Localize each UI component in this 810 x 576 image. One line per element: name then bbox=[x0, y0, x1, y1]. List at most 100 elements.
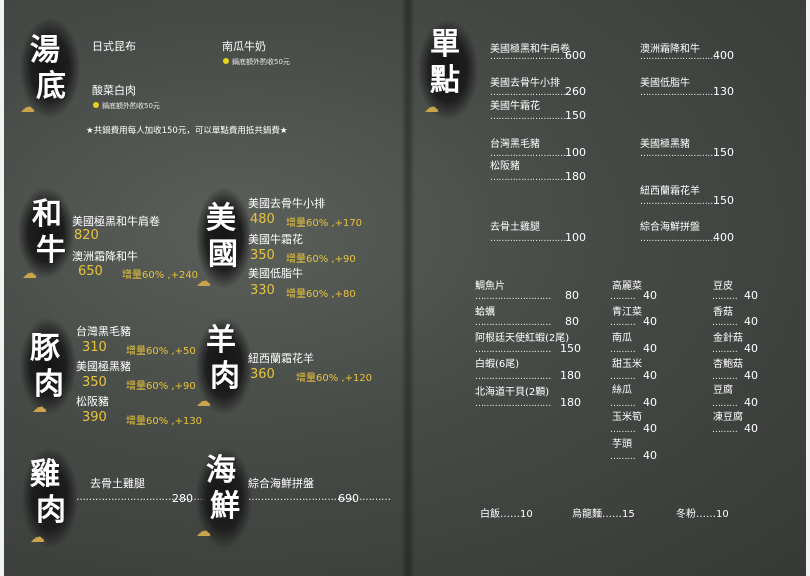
menu-item-price: 360 bbox=[250, 367, 275, 382]
soup-item: 酸菜白肉 bbox=[92, 84, 136, 97]
menu-item-price: 150 bbox=[565, 109, 586, 122]
leader-dots: ……………………… bbox=[475, 345, 551, 355]
menu-item-price: 40 bbox=[643, 315, 657, 328]
menu-item-name: 去骨土雞腿 bbox=[490, 222, 540, 233]
menu-item-name: 豆腐 bbox=[713, 385, 733, 396]
pork-section-title: 豚 bbox=[30, 331, 60, 366]
leader-dots: ……… bbox=[610, 452, 636, 462]
ink-splash bbox=[18, 188, 74, 278]
menu-item-name: 澳洲霜降和牛 bbox=[72, 250, 138, 263]
menu-item-addon: 增量60% ,+80 bbox=[286, 289, 356, 300]
leader-dots: ……………………………………… bbox=[76, 492, 219, 503]
leader-dots: ……………………… bbox=[490, 234, 566, 244]
leader-dots: ……… bbox=[712, 372, 738, 382]
menu-item-price: 820 bbox=[74, 228, 99, 243]
menu-item-price: 40 bbox=[744, 396, 758, 409]
menu-item-addon: 增量60% ,+130 bbox=[126, 416, 203, 427]
lamb-section-title-2: 肉 bbox=[210, 359, 240, 394]
menu-item-price: 350 bbox=[250, 248, 275, 263]
leader-dots: ……… bbox=[712, 345, 738, 355]
leader-dots: ……………………… bbox=[475, 399, 551, 409]
menu-item-name: 美國極黑豬 bbox=[640, 139, 690, 150]
cloud-ornament-icon: ☁ bbox=[22, 264, 37, 282]
us-section-title: 美 bbox=[206, 201, 236, 236]
leader-dots: ……… bbox=[610, 318, 636, 328]
menu-item-price: 400 bbox=[713, 231, 734, 244]
cloud-ornament-icon: ☁ bbox=[20, 98, 35, 116]
menu-item-price: 350 bbox=[82, 375, 107, 390]
menu-item-price: 690 bbox=[338, 492, 359, 505]
menu-item-price: 260 bbox=[565, 85, 586, 98]
menu-item-name: 杏鮑菇 bbox=[713, 359, 743, 370]
leader-dots: ……………………… bbox=[475, 292, 551, 302]
leader-dots: ……… bbox=[610, 345, 636, 355]
menu-item-price: 40 bbox=[643, 369, 657, 382]
ink-splash bbox=[196, 448, 252, 548]
cloud-ornament-icon: ☁ bbox=[30, 528, 45, 546]
ink-splash bbox=[22, 448, 78, 548]
seafood-section-title-2: 鮮 bbox=[210, 489, 240, 524]
menu-item-price: 600 bbox=[565, 49, 586, 62]
menu-item-name: 澳洲霜降和牛 bbox=[640, 44, 700, 55]
pork-section-title-2: 肉 bbox=[34, 367, 64, 402]
menu-item-name: 高麗菜 bbox=[612, 281, 642, 292]
menu-item-name: 美國去骨牛小排 bbox=[490, 78, 560, 89]
menu-item-name: 美國牛霜花 bbox=[490, 101, 540, 112]
menu-item-price: 650 bbox=[78, 264, 103, 279]
menu-item-addon: 增量60% ,+90 bbox=[286, 254, 356, 265]
alacarte-section-title: 單 bbox=[430, 27, 460, 62]
bullet-icon bbox=[223, 58, 229, 64]
leader-dots: ……… bbox=[610, 292, 636, 302]
page-edge-right bbox=[806, 0, 810, 576]
leader-dots: ……………………… bbox=[490, 173, 566, 183]
leader-dots: ……………………… bbox=[490, 52, 566, 62]
menu-item-price: 150 bbox=[560, 342, 581, 355]
us-section-title-2: 國 bbox=[208, 237, 238, 272]
menu-item-price: 180 bbox=[565, 170, 586, 183]
menu-item-price: 40 bbox=[744, 422, 758, 435]
menu-item-name: 甜玉米 bbox=[612, 359, 642, 370]
menu-item-price: 150 bbox=[713, 146, 734, 159]
menu-item-price: 400 bbox=[713, 49, 734, 62]
menu-item-name: 去骨土雞腿 bbox=[90, 477, 145, 490]
menu-item-name: 金針菇 bbox=[713, 333, 743, 344]
leader-dots: ……………………… bbox=[475, 372, 551, 382]
menu-item-addon: 增量60% ,+50 bbox=[126, 346, 196, 357]
menu-item-price: 280 bbox=[172, 492, 193, 505]
leader-dots: ……………………… bbox=[640, 234, 716, 244]
ink-splash bbox=[196, 318, 252, 414]
menu-item-price: 390 bbox=[82, 410, 107, 425]
bullet-icon bbox=[93, 102, 99, 108]
menu-item-price: 180 bbox=[560, 369, 581, 382]
lamb-section-title: 羊 bbox=[206, 323, 236, 358]
ink-splash bbox=[20, 18, 80, 118]
leader-dots: ……… bbox=[712, 292, 738, 302]
menu-item-name: 絲瓜 bbox=[612, 385, 632, 396]
soup-section-title-2: 底 bbox=[36, 69, 66, 104]
menu-item-name: 台灣黑毛豬 bbox=[76, 325, 131, 338]
leader-dots: ……… bbox=[712, 318, 738, 328]
leader-dots: ……… bbox=[712, 399, 738, 409]
cloud-ornament-icon: ☁ bbox=[196, 522, 211, 540]
leader-dots: ……………………… bbox=[640, 149, 716, 159]
menu-item-price: 150 bbox=[713, 194, 734, 207]
leader-dots: ……………………… bbox=[490, 149, 566, 159]
leader-dots: ……… bbox=[610, 425, 636, 435]
menu-item-name: 美國極黑和牛肩卷 bbox=[490, 44, 570, 55]
menu-item-addon: 增量60% ,+240 bbox=[122, 270, 199, 281]
menu-item-price: 330 bbox=[250, 283, 275, 298]
menu-item-name: 豆皮 bbox=[713, 281, 733, 292]
page-spine bbox=[401, 0, 415, 576]
menu-item-price: 40 bbox=[744, 369, 758, 382]
soup-note: 鍋底額外酌收50元 bbox=[232, 58, 290, 66]
alacarte-section-title-2: 點 bbox=[430, 63, 460, 98]
bottom-item: 烏龍麵……15 bbox=[572, 509, 635, 520]
leader-dots: ……………………………………… bbox=[248, 492, 391, 503]
menu-item-price: 40 bbox=[643, 449, 657, 462]
menu-item-name: 松阪豬 bbox=[76, 395, 109, 408]
leader-dots: ……………………… bbox=[640, 88, 716, 98]
menu-item-name: 美國牛霜花 bbox=[248, 233, 303, 246]
soup-note: 鍋底額外酌收50元 bbox=[102, 102, 160, 110]
menu-item-price: 480 bbox=[250, 212, 275, 227]
ink-splash bbox=[418, 20, 478, 120]
